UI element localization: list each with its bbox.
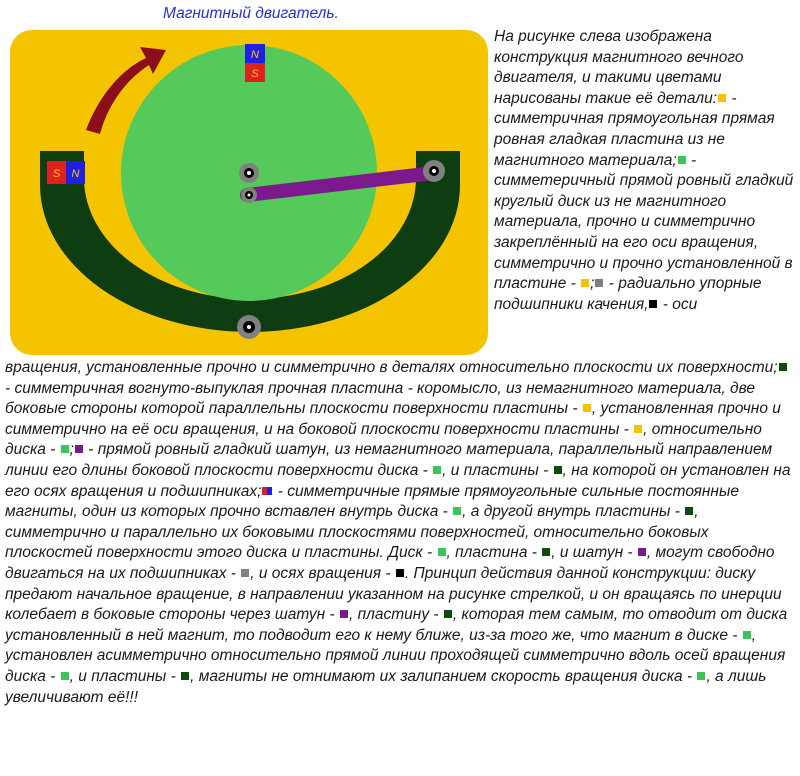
beam-magnet-north (66, 161, 85, 184)
text-segment: вращения, установленные прочно и симметр… (5, 359, 778, 376)
text-segment: , а другой внутрь пластины - (462, 503, 680, 521)
purple-swatch-icon (637, 548, 646, 557)
text-segment: , на которой он установлен на его осях в… (5, 461, 791, 500)
diagram-title: Магнитный двигатель. (163, 5, 339, 22)
dark-green-swatch-icon (443, 610, 452, 619)
yellow-swatch-icon (718, 93, 727, 102)
text-segment: , которая тем самым, то отводит от диска… (5, 606, 788, 644)
text-segment: , установлен асимметрично относительно п… (5, 626, 786, 685)
black-swatch-icon (649, 299, 658, 308)
text-segment: , установленная прочно и симметрично на … (5, 400, 781, 438)
green-swatch-icon (437, 548, 446, 557)
rotation-arrow-icon (86, 47, 166, 134)
text-segment: , и пластины - (69, 667, 176, 685)
text-segment: , пластину - (349, 606, 439, 624)
green-swatch-icon (60, 445, 69, 454)
text-segment: , пластина - (446, 544, 537, 562)
rocker-beam (40, 151, 460, 332)
text-segment: - оси (658, 295, 698, 313)
yellow-swatch-icon (582, 404, 591, 413)
purple-swatch-icon (74, 445, 83, 454)
beam-magnet-south-label: S (53, 168, 61, 180)
disk-magnet-south (245, 63, 265, 82)
text-segment: , симметрично и параллельно их боковыми … (5, 503, 709, 562)
disk-magnet-north-label: N (251, 49, 259, 61)
dark-green-swatch-icon (181, 671, 190, 680)
dark-green-swatch-icon (685, 507, 694, 516)
text-segment: , относительно диска - (5, 420, 762, 459)
text-segment: ; (69, 441, 74, 459)
magnetic-motor-diagram: S N N S (10, 30, 488, 355)
beam-magnet-north-label: N (72, 168, 80, 180)
text-segment: , и пластины - (442, 461, 549, 479)
description-right: На рисунке слева изображена конструкция … (494, 27, 794, 315)
rod-disk-axis-hole (247, 193, 251, 197)
text-segment: , магниты не отнимают их залипанием скор… (190, 667, 693, 685)
black-swatch-icon (395, 568, 404, 577)
dark-green-swatch-icon (553, 465, 562, 474)
text-segment: - прямой ровный гладкий шатун, из немагн… (5, 441, 773, 479)
green-swatch-icon (433, 465, 442, 474)
text-segment: , и шатун - (551, 544, 633, 562)
description-bottom: вращения, установленные прочно и симметр… (5, 358, 795, 708)
text-segment: - симметеричный прямой ровный гладкий кр… (494, 151, 794, 293)
green-swatch-icon (677, 155, 686, 164)
green-swatch-icon (60, 671, 69, 680)
dark-green-swatch-icon (778, 363, 787, 371)
text-segment: - симметричная вогнуто-выпуклая прочная … (5, 379, 755, 418)
text-segment: . Принцип действия данной конструкции: д… (5, 564, 782, 624)
disk-magnet-south-label: S (251, 68, 259, 80)
yellow-swatch-icon (634, 424, 643, 433)
green-swatch-icon (697, 671, 706, 680)
gray-swatch-icon (241, 568, 250, 577)
text-segment: На рисунке слева изображена конструкция … (494, 28, 744, 107)
text-segment: - радиально упорные подшипники качения, (494, 275, 762, 313)
rod-beam-axis-hole (432, 169, 436, 173)
text-segment: , и осях вращения - (250, 564, 391, 582)
purple-swatch-icon (340, 610, 348, 619)
yellow-swatch-icon (581, 279, 590, 288)
green-swatch-icon (453, 507, 462, 516)
text-segment: - симметричные прямые прямоугольные силь… (5, 482, 739, 521)
magnet-swatch-icon (262, 486, 273, 495)
connecting-rod (240, 166, 441, 202)
green-swatch-icon (742, 630, 751, 639)
beam-pivot-axis-hole (247, 325, 251, 329)
text-segment: , могут свободно двигаться на их подшипн… (5, 544, 775, 582)
gray-swatch-icon (595, 279, 604, 288)
beam-magnet-south (47, 161, 66, 184)
disk-magnet-north (245, 44, 265, 63)
text-segment: , а лишь увеличивают её!!! (5, 667, 767, 706)
text-segment: - симметричная прямоугольная прямая ровн… (494, 89, 775, 169)
disk-axis-hole (247, 171, 251, 175)
dark-green-swatch-icon (542, 548, 551, 557)
text-segment: ; (590, 275, 595, 293)
